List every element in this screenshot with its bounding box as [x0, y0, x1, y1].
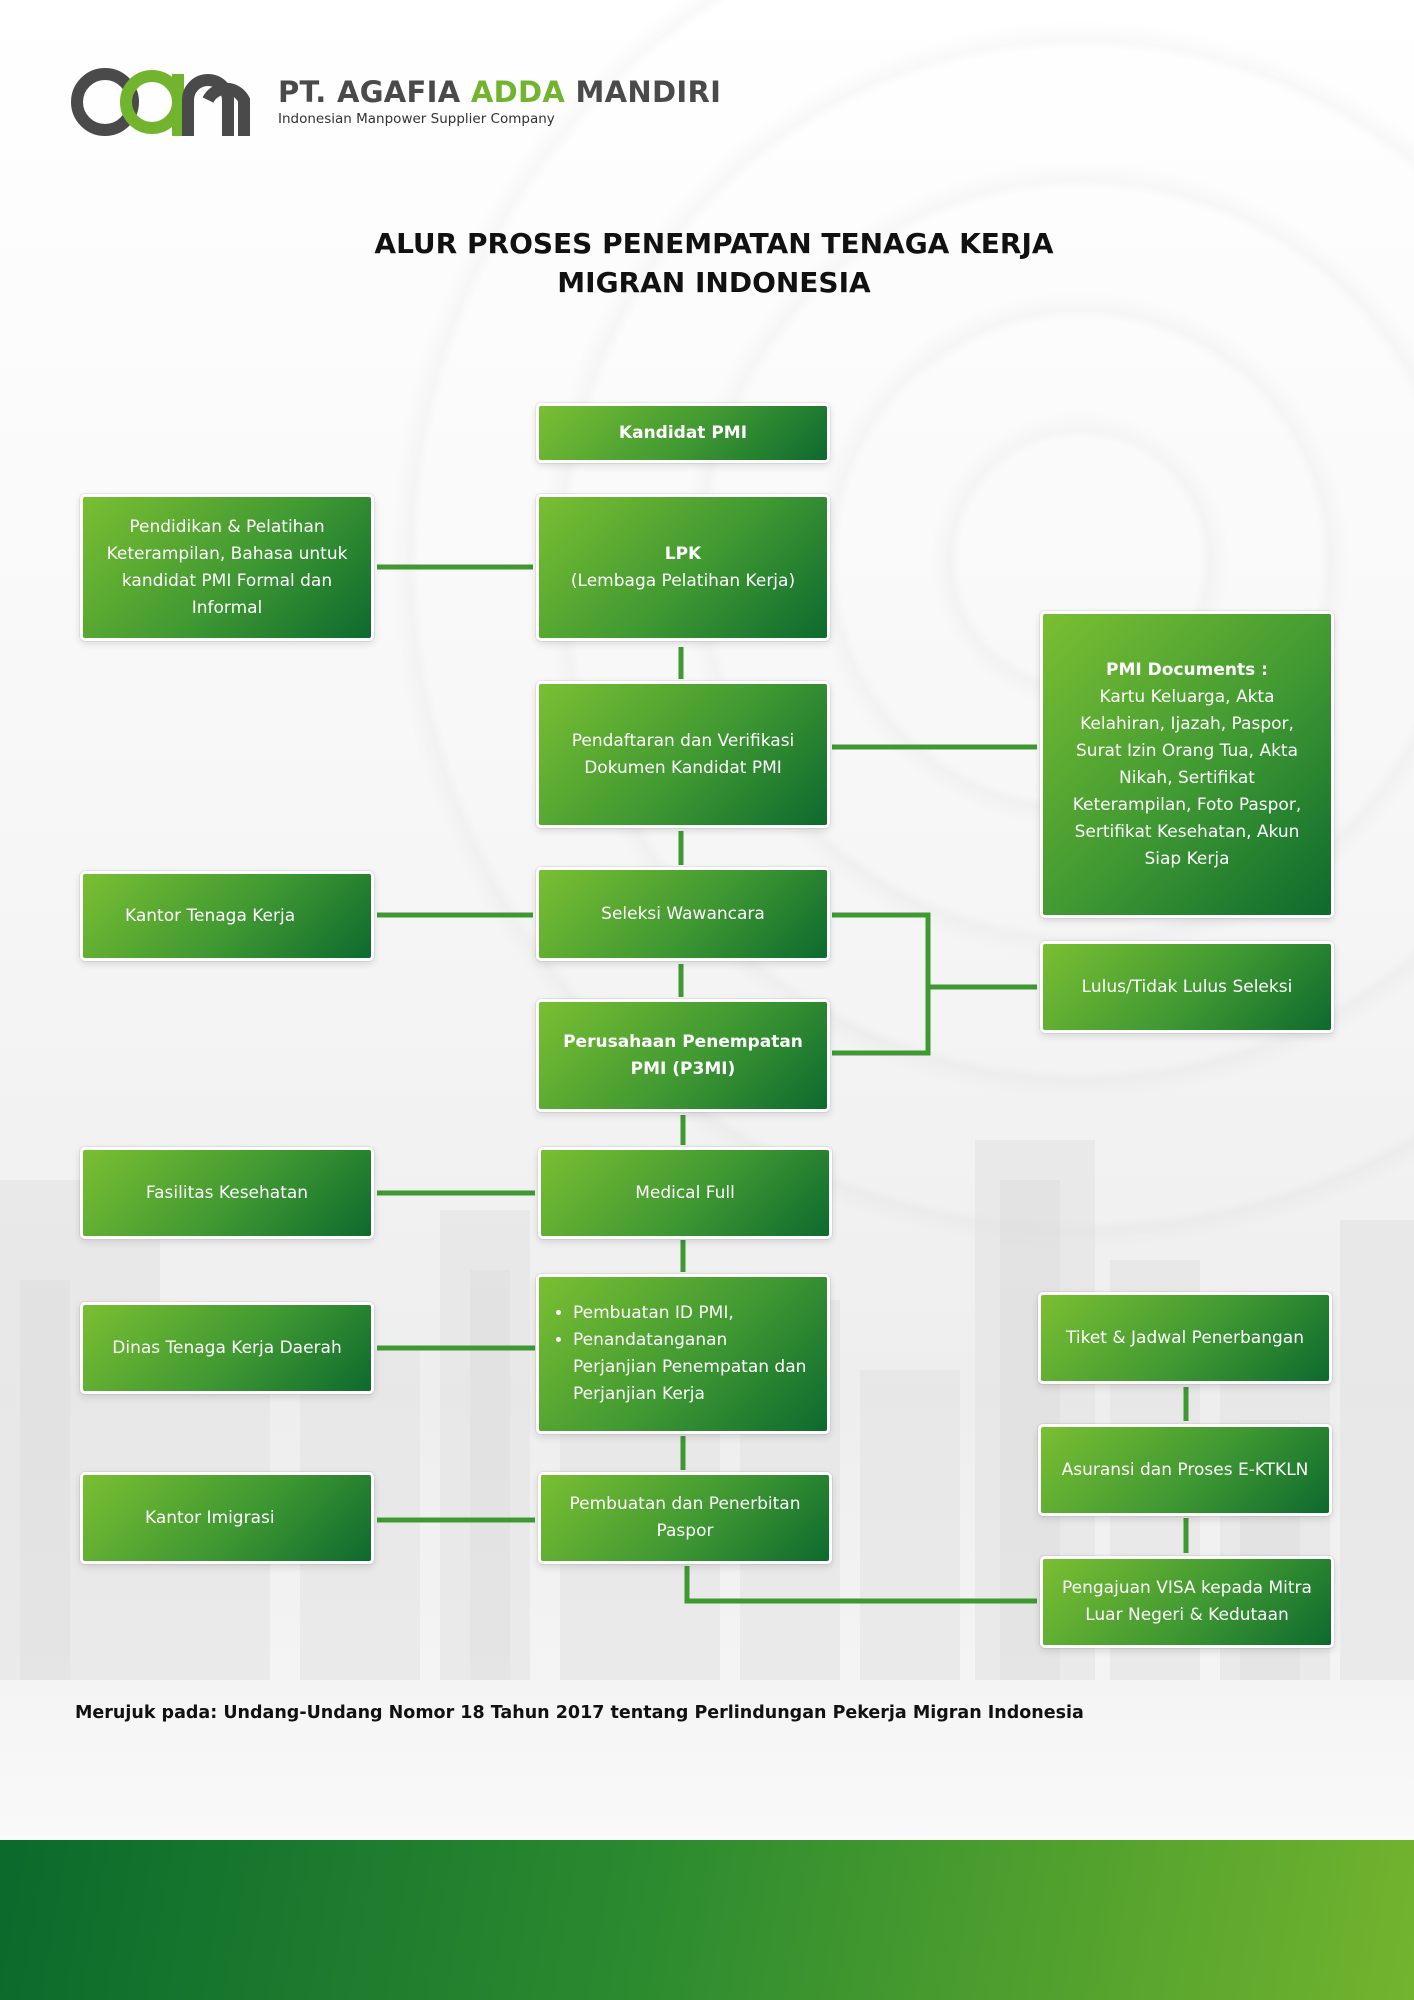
- company-name: PT. AGAFIA ADDA MANDIRI: [278, 75, 722, 109]
- node-kantor-imigrasi: Kantor Imigrasi: [80, 1472, 374, 1564]
- company-name-accent: ADDA: [470, 75, 566, 109]
- node-medical-full: Medical Full: [538, 1147, 832, 1239]
- node-pembuatan-paspor: Pembuatan dan Penerbitan Paspor: [538, 1472, 832, 1564]
- documents-title: PMI Documents :: [1106, 659, 1268, 680]
- node-p3mi: Perusahaan Penempatan PMI (P3MI): [536, 999, 830, 1112]
- node-kantor-tenaga-kerja: Kantor Tenaga Kerja: [80, 871, 374, 961]
- node-lpk: LPK (Lembaga Pelatihan Kerja): [536, 494, 830, 641]
- legal-reference: Merujuk pada: Undang-Undang Nomor 18 Tah…: [75, 1703, 1084, 1723]
- node-seleksi-wawancara: Seleksi Wawancara: [536, 867, 830, 961]
- title-line-2: MIGRAN INDONESIA: [557, 266, 871, 299]
- node-dinas-tenaga-kerja: Dinas Tenaga Kerja Daerah: [80, 1302, 374, 1394]
- node-pembuatan-id-pmi: Pembuatan ID PMI, Penandatanganan Perjan…: [536, 1274, 830, 1434]
- node-pengajuan-visa: Pengajuan VISA kepada Mitra Luar Negeri …: [1040, 1556, 1334, 1648]
- node-lulus-tidak-lulus: Lulus/Tidak Lulus Seleksi: [1040, 941, 1334, 1033]
- connector-paspor-visa: [684, 1566, 1037, 1604]
- lpk-subtitle: (Lembaga Pelatihan Kerja): [570, 570, 796, 591]
- company-logo: [71, 68, 250, 136]
- node-kandidat-pmi: Kandidat PMI: [536, 403, 830, 463]
- connector-seleksi-p3mi-bracket: [832, 912, 931, 1056]
- footer-band: [0, 1840, 1414, 2000]
- node-tiket-penerbangan: Tiket & Jadwal Penerbangan: [1038, 1292, 1332, 1384]
- documents-list: Kartu Keluarga, Akta Kelahiran, Ijazah, …: [1072, 686, 1302, 869]
- node-pendidikan-pelatihan: Pendidikan & Pelatihan Keterampilan, Bah…: [80, 494, 374, 641]
- company-header: PT. AGAFIA ADDA MANDIRI Indonesian Manpo…: [278, 75, 721, 127]
- node-fasilitas-kesehatan: Fasilitas Kesehatan: [80, 1147, 374, 1239]
- id-pmi-item-1: Pembuatan ID PMI,: [573, 1300, 815, 1327]
- id-pmi-item-2: Penandatanganan Perjanjian Penempatan da…: [573, 1327, 815, 1408]
- title-line-1: ALUR PROSES PENEMPATAN TENAGA KERJA: [374, 227, 1054, 260]
- page-title: ALUR PROSES PENEMPATAN TENAGA KERJA MIGR…: [300, 224, 1128, 302]
- node-pendaftaran-verifikasi: Pendaftaran dan Verifikasi Dokumen Kandi…: [536, 681, 830, 828]
- company-tagline: Indonesian Manpower Supplier Company: [278, 111, 555, 127]
- node-asuransi-ektkln: Asuransi dan Proses E-KTKLN: [1038, 1424, 1332, 1516]
- node-pmi-documents: PMI Documents : Kartu Keluarga, Akta Kel…: [1040, 611, 1334, 918]
- id-pmi-list: Pembuatan ID PMI, Penandatanganan Perjan…: [551, 1300, 815, 1408]
- lpk-title: LPK: [664, 543, 702, 564]
